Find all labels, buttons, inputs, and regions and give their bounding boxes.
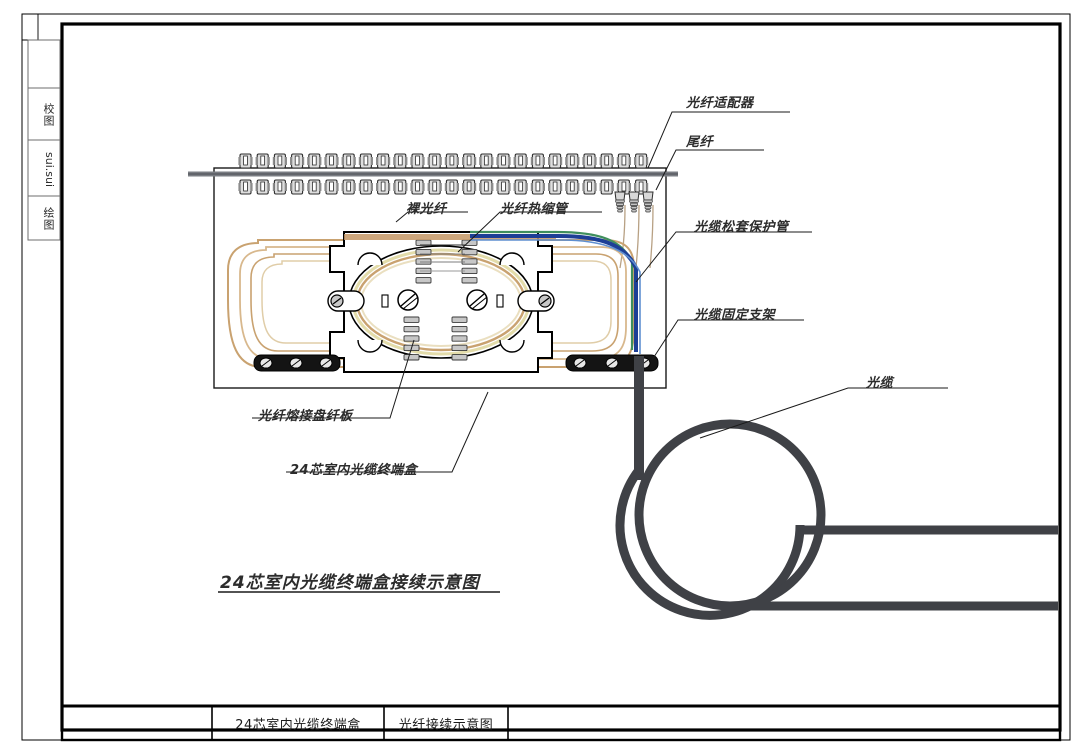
title-block-blank-cell [508, 706, 628, 740]
title-block-table [60, 704, 1062, 742]
title-block-project-name: 24芯室内光缆终端盒 [235, 717, 361, 733]
label-loose-tube-protector: 光缆松套保护管 [694, 220, 789, 235]
label-leader-lines [252, 111, 948, 473]
label-bare-fiber: 裸光纤 [406, 202, 447, 217]
label-optical-cable: 光缆 [866, 376, 894, 391]
label-terminal-box: 24芯室内光缆终端盒 [290, 463, 418, 478]
label-fiber-adapter: 光纤适配器 [686, 96, 754, 111]
title-block-drawing-name: 光纤接续示意图 [398, 717, 494, 733]
splice-tray [327, 231, 555, 373]
sidebar-item-draw-drawing: 绘图 [42, 207, 55, 231]
adapter-array [238, 153, 649, 195]
optical-cable-loop [615, 356, 1058, 620]
cable-fixing-bracket-left [253, 354, 341, 372]
sidebar-item-author-signature: sui.sui [43, 152, 56, 188]
pigtail-connector-boots [614, 191, 654, 213]
label-heat-shrink-tube: 光纤热缩管 [500, 202, 568, 217]
splice-holder-bottom-row [403, 316, 468, 361]
signature-column [27, 39, 61, 241]
cable-sheath-strands [344, 230, 641, 354]
bare-fibers [420, 244, 465, 272]
label-splice-tray: 光纤熔接盘纤板 [258, 409, 353, 424]
label-pigtail: 尾纤 [686, 135, 714, 150]
diagram-title: 24芯室内光缆终端盒接续示意图 [220, 573, 480, 593]
label-cable-fixing-bracket: 光缆固定支架 [694, 308, 776, 323]
cable-fixing-bracket-right [565, 354, 659, 372]
sidebar-item-check-drawing: 校图 [42, 103, 55, 127]
